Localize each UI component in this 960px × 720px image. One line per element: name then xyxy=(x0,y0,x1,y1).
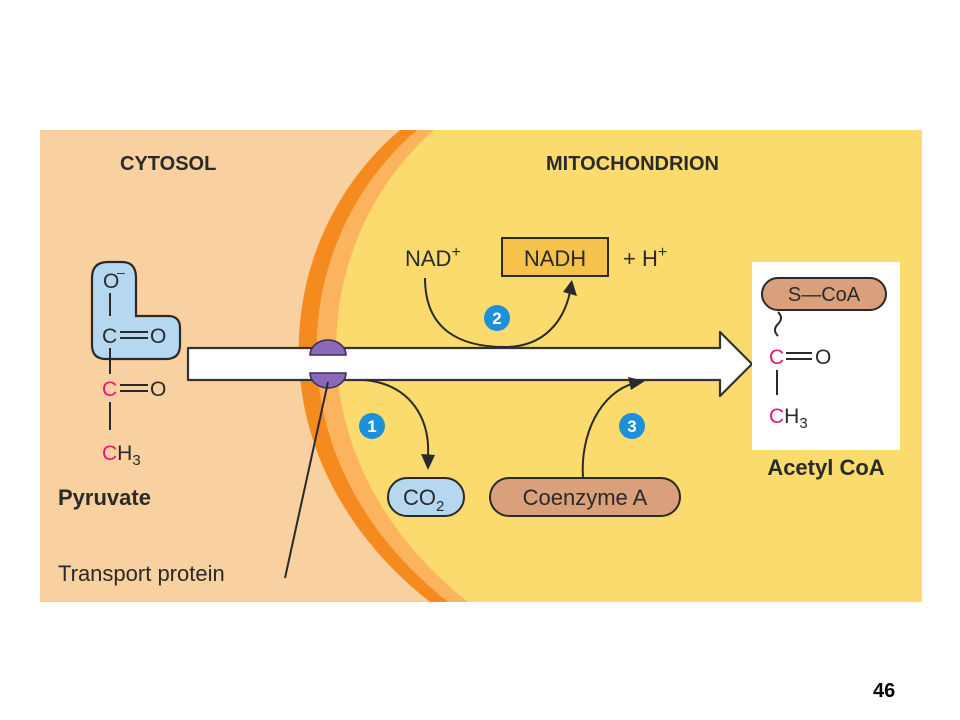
co2-pill xyxy=(387,477,465,517)
transport-protein-lower xyxy=(309,372,347,389)
proton-text: + H xyxy=(623,246,658,271)
wavy-bond xyxy=(774,311,782,337)
cytosol-label: CYTOSOL xyxy=(120,153,216,175)
acetyl-c2: C xyxy=(769,405,784,428)
pyruvate-methyl: CH3 xyxy=(102,442,141,469)
nadh-box xyxy=(501,237,609,277)
step2-arrow xyxy=(424,277,571,349)
coenzyme-a-pill xyxy=(489,477,681,517)
co2-text: CO xyxy=(403,485,436,510)
step1-arrowhead xyxy=(421,454,435,470)
pyruvate-sub3: 3 xyxy=(132,452,140,469)
step3-number: 3 xyxy=(627,417,636,436)
pyruvate-h: H xyxy=(117,442,132,465)
pyruvate-c2-oxygen: O xyxy=(150,378,166,401)
nad-plus: NAD+ xyxy=(405,244,461,271)
slide-number: 46 xyxy=(873,680,896,702)
step2-circle xyxy=(484,305,510,331)
transport-protein-label: Transport protein xyxy=(58,561,225,586)
pyruvate-minus-sign: – xyxy=(117,264,125,280)
pyruvate-label: Pyruvate xyxy=(58,485,151,510)
s-coa-label: S—CoA xyxy=(788,284,861,306)
step2-number: 2 xyxy=(492,309,501,328)
acetyl-coa-label: Acetyl CoA xyxy=(767,455,884,480)
pyruvate-c1: C xyxy=(102,325,117,348)
pyruvate-o-minus: O xyxy=(103,270,119,293)
acetyl-c1: C xyxy=(769,346,784,369)
step3-arrow xyxy=(581,382,636,479)
s-coa-pill xyxy=(761,277,887,311)
step1-arrow xyxy=(364,379,430,457)
carboxyl-group-highlight xyxy=(90,260,182,361)
step1-circle xyxy=(359,413,385,439)
proton: + H+ xyxy=(623,244,667,271)
co2-sub: 2 xyxy=(436,498,444,515)
step2-arrowhead xyxy=(563,280,577,296)
nadh-label: NADH xyxy=(524,246,586,271)
co2-label: CO2 xyxy=(403,485,444,515)
acetyl-h: H xyxy=(784,405,799,428)
step3-circle xyxy=(619,413,645,439)
pyruvate-c2: C xyxy=(102,378,117,401)
pyruvate-structure: O – C O C O CH3 xyxy=(90,260,182,469)
transport-protein-pointer xyxy=(284,381,329,579)
nad-charge: + xyxy=(451,244,460,261)
coenzyme-a-label: Coenzyme A xyxy=(523,485,648,510)
acetyl-sub3: 3 xyxy=(799,415,807,432)
step3-arrowhead xyxy=(628,377,645,390)
transport-protein xyxy=(309,339,347,389)
transport-protein-upper xyxy=(309,339,347,356)
proton-charge: + xyxy=(658,244,667,261)
pyruvate-transport-diagram: CYTOSOL MITOCHONDRION O – C O C O CH3 Py… xyxy=(40,130,922,602)
acetyl-methyl: CH3 xyxy=(769,405,808,432)
mitochondrion-label: MITOCHONDRION xyxy=(546,153,719,175)
step1-number: 1 xyxy=(367,417,376,436)
acetyl-c1-oxygen: O xyxy=(815,346,831,369)
nad-text: NAD xyxy=(405,246,451,271)
acetyl-coa-structure: S—CoA C O CH3 xyxy=(761,277,887,432)
pyruvate-c3: C xyxy=(102,442,117,465)
pyruvate-c1-oxygen: O xyxy=(150,325,166,348)
